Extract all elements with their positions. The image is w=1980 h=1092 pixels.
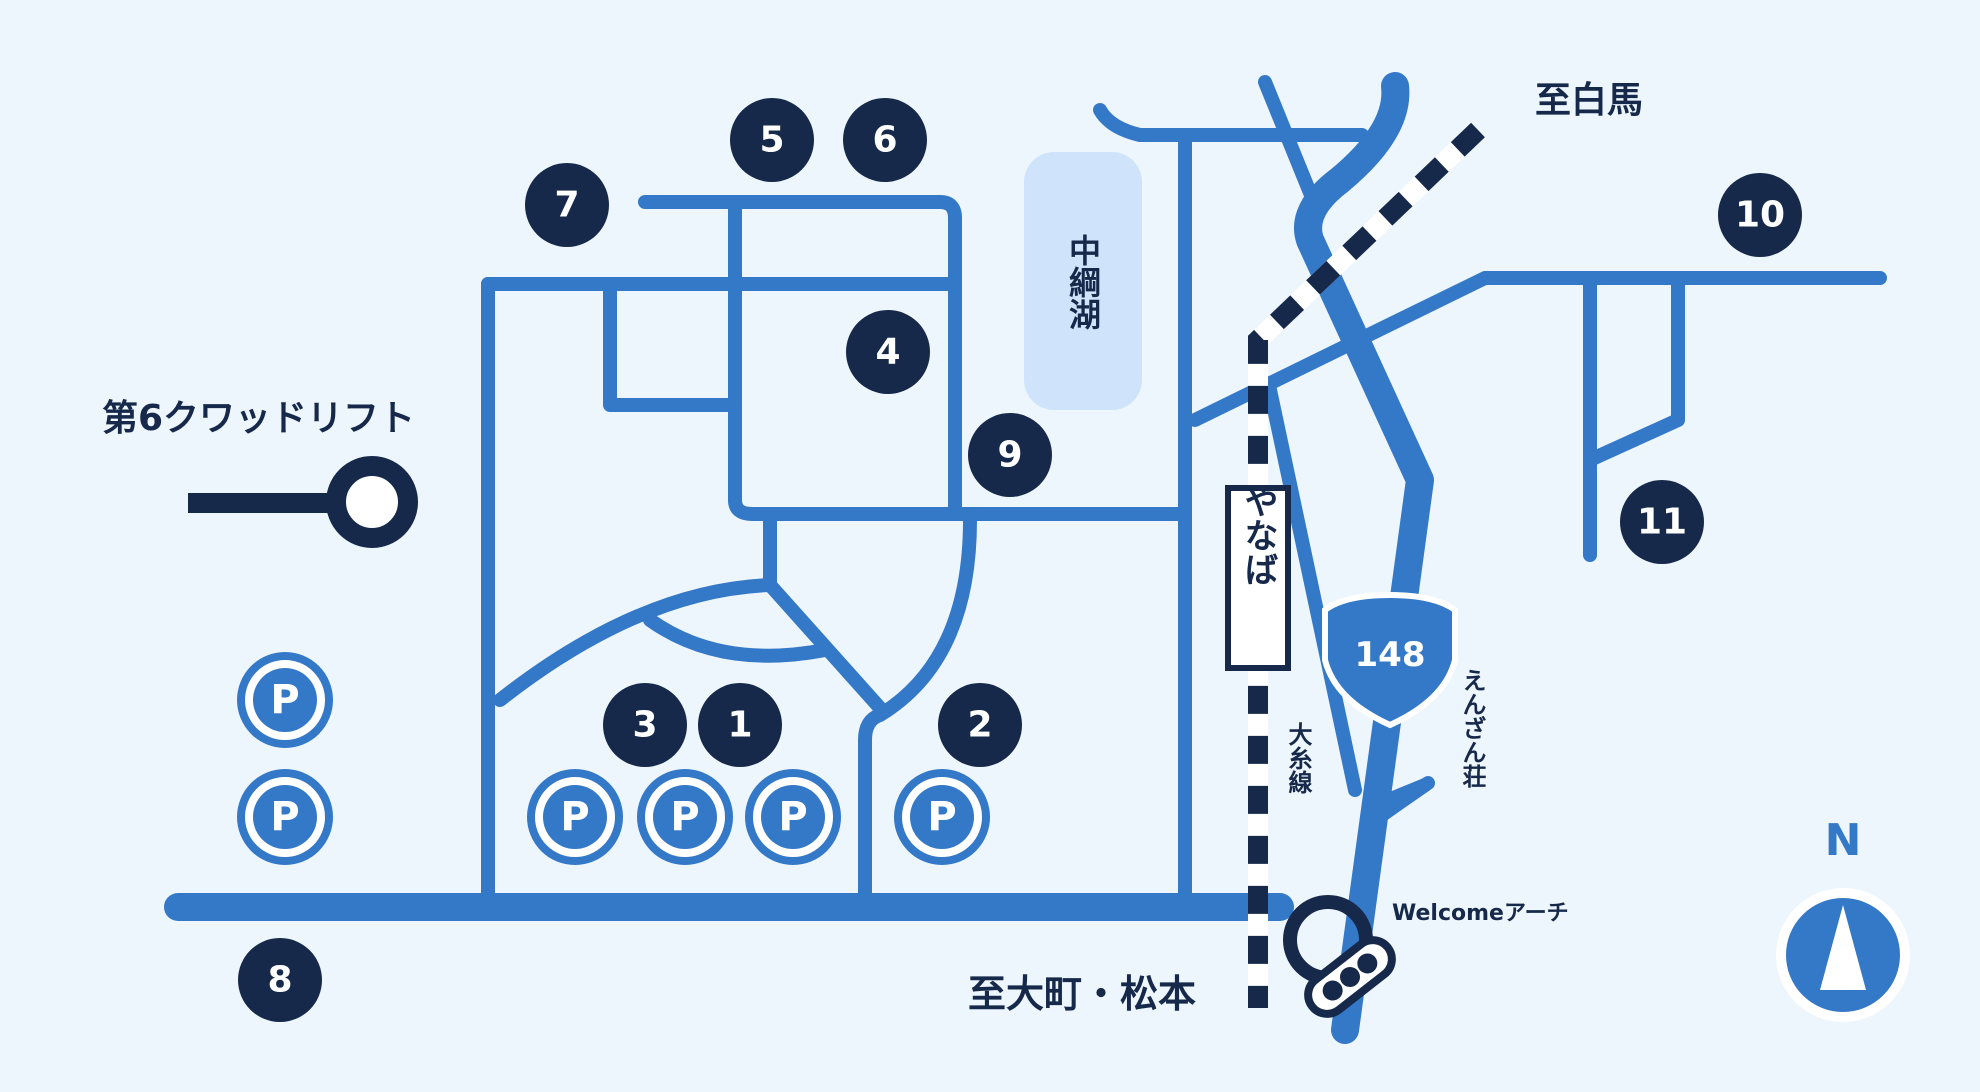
minor-roads bbox=[481, 103, 1887, 900]
inn-label: えんざん荘 bbox=[1458, 668, 1486, 788]
parking-icon: P bbox=[527, 769, 623, 865]
marker-2: 2 bbox=[938, 683, 1022, 767]
to-hakuba-label: 至白馬 bbox=[1535, 80, 1643, 121]
parking-icon: P bbox=[237, 769, 333, 865]
lake-label: 中綱湖 bbox=[1064, 234, 1102, 331]
compass-icon: N bbox=[1776, 815, 1910, 1022]
lift-label: 第6クワッドリフト bbox=[102, 398, 415, 439]
parking-icon: P bbox=[894, 769, 990, 865]
lift-icon bbox=[188, 456, 418, 548]
station-label: やなば bbox=[1238, 484, 1278, 586]
marker-5: 5 bbox=[730, 98, 814, 182]
route-148-side-road bbox=[1368, 776, 1435, 827]
svg-text:4: 4 bbox=[875, 332, 900, 373]
svg-text:1: 1 bbox=[727, 705, 752, 746]
svg-text:P: P bbox=[270, 794, 299, 840]
route-148-branch bbox=[1258, 75, 1322, 212]
marker-11: 11 bbox=[1620, 480, 1704, 564]
railway-line bbox=[1248, 122, 1485, 1008]
welcome-arch-icon bbox=[1283, 895, 1396, 1018]
route-148-road bbox=[1294, 72, 1434, 1044]
svg-text:11: 11 bbox=[1637, 502, 1687, 543]
svg-text:5: 5 bbox=[759, 120, 784, 161]
svg-text:6: 6 bbox=[872, 120, 897, 161]
svg-text:P: P bbox=[560, 794, 589, 840]
svg-text:P: P bbox=[927, 794, 956, 840]
marker-9: 9 bbox=[968, 413, 1052, 497]
marker-7: 7 bbox=[525, 163, 609, 247]
svg-text:P: P bbox=[670, 794, 699, 840]
marker-8: 8 bbox=[238, 938, 322, 1022]
svg-text:7: 7 bbox=[554, 185, 579, 226]
parking-icon: P bbox=[745, 769, 841, 865]
svg-text:2: 2 bbox=[967, 705, 992, 746]
marker-3: 3 bbox=[603, 683, 687, 767]
to-omachi-matsumoto-label: 至大町・松本 bbox=[968, 972, 1196, 1016]
marker-1: 1 bbox=[698, 683, 782, 767]
route-number: 148 bbox=[1355, 635, 1426, 675]
marker-6: 6 bbox=[843, 98, 927, 182]
svg-text:9: 9 bbox=[997, 435, 1022, 476]
lake-shape bbox=[1024, 152, 1142, 410]
svg-text:10: 10 bbox=[1735, 195, 1785, 236]
route-148-shield: 148 bbox=[1322, 591, 1458, 729]
parking-icon: P bbox=[237, 652, 333, 748]
compass-north-label: N bbox=[1825, 815, 1862, 866]
marker-10: 10 bbox=[1718, 173, 1802, 257]
marker-4: 4 bbox=[846, 310, 930, 394]
svg-text:P: P bbox=[270, 677, 299, 723]
svg-text:8: 8 bbox=[267, 960, 292, 1001]
railway-label: 大糸線 bbox=[1284, 722, 1312, 795]
parking-icon: P bbox=[637, 769, 733, 865]
svg-text:3: 3 bbox=[632, 705, 657, 746]
station-sign bbox=[1225, 485, 1291, 671]
svg-text:P: P bbox=[778, 794, 807, 840]
welcome-arch-label: Welcomeアーチ bbox=[1392, 901, 1569, 926]
